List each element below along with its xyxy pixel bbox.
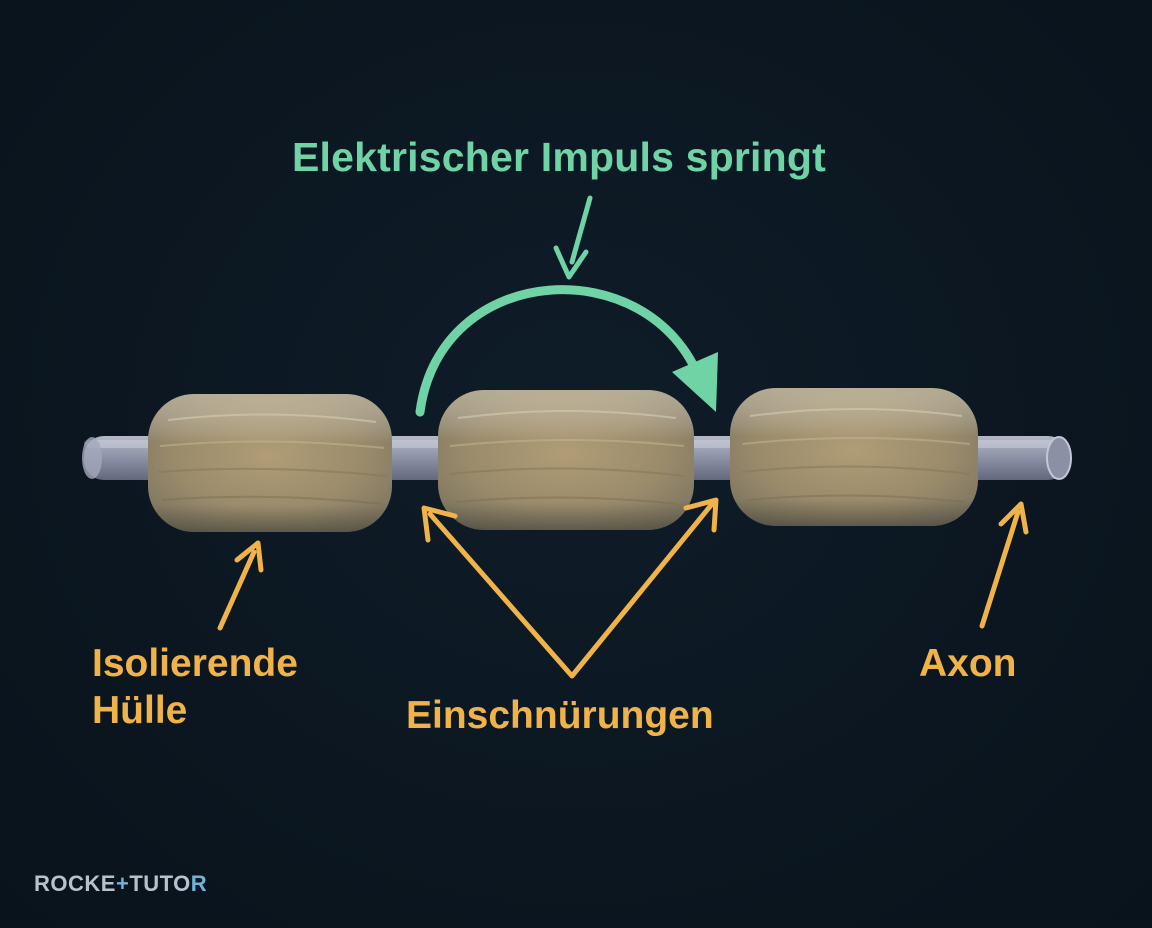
impulse-label: Elektrischer Impuls springt [292, 134, 826, 180]
logo-part-2: TUTO [129, 871, 191, 896]
sheath-label-line-1: Isolierende [92, 642, 298, 685]
brand-logo: ROCKE+TUTOR [34, 871, 207, 897]
sheath-label-line-2: Hülle [92, 689, 188, 732]
logo-part-3: R [190, 871, 208, 896]
impulse-jump-arrow-icon [415, 285, 705, 417]
nodes-label: Einschnürungen [406, 694, 714, 737]
sheath-pointer-arrowhead-icon [234, 540, 264, 573]
myelin-sheath-2 [438, 390, 694, 530]
sheath-pointer-arrow-icon [217, 549, 257, 631]
impulse-pointer-arrowhead-icon [553, 245, 589, 280]
node-right-arrowhead-icon [683, 497, 719, 533]
axon-label: Axon [919, 642, 1017, 685]
axon-pointer-arrow-icon [979, 509, 1021, 629]
nodes-pointer-arrows-icon [427, 501, 715, 679]
axon-pointer-arrowhead-icon [998, 501, 1029, 535]
logo-part-1: ROCKE [34, 871, 116, 896]
logo-plus-icon: + [115, 871, 130, 896]
impulse-pointer-arrow-icon [569, 195, 593, 265]
impulse-jump-arrowhead-icon [672, 352, 718, 412]
myelin-sheath-1 [148, 394, 392, 532]
myelin-sheath-3 [730, 388, 978, 526]
node-left-arrowhead-icon [421, 505, 458, 543]
sheath-label: Isolierende Hülle [92, 640, 298, 734]
